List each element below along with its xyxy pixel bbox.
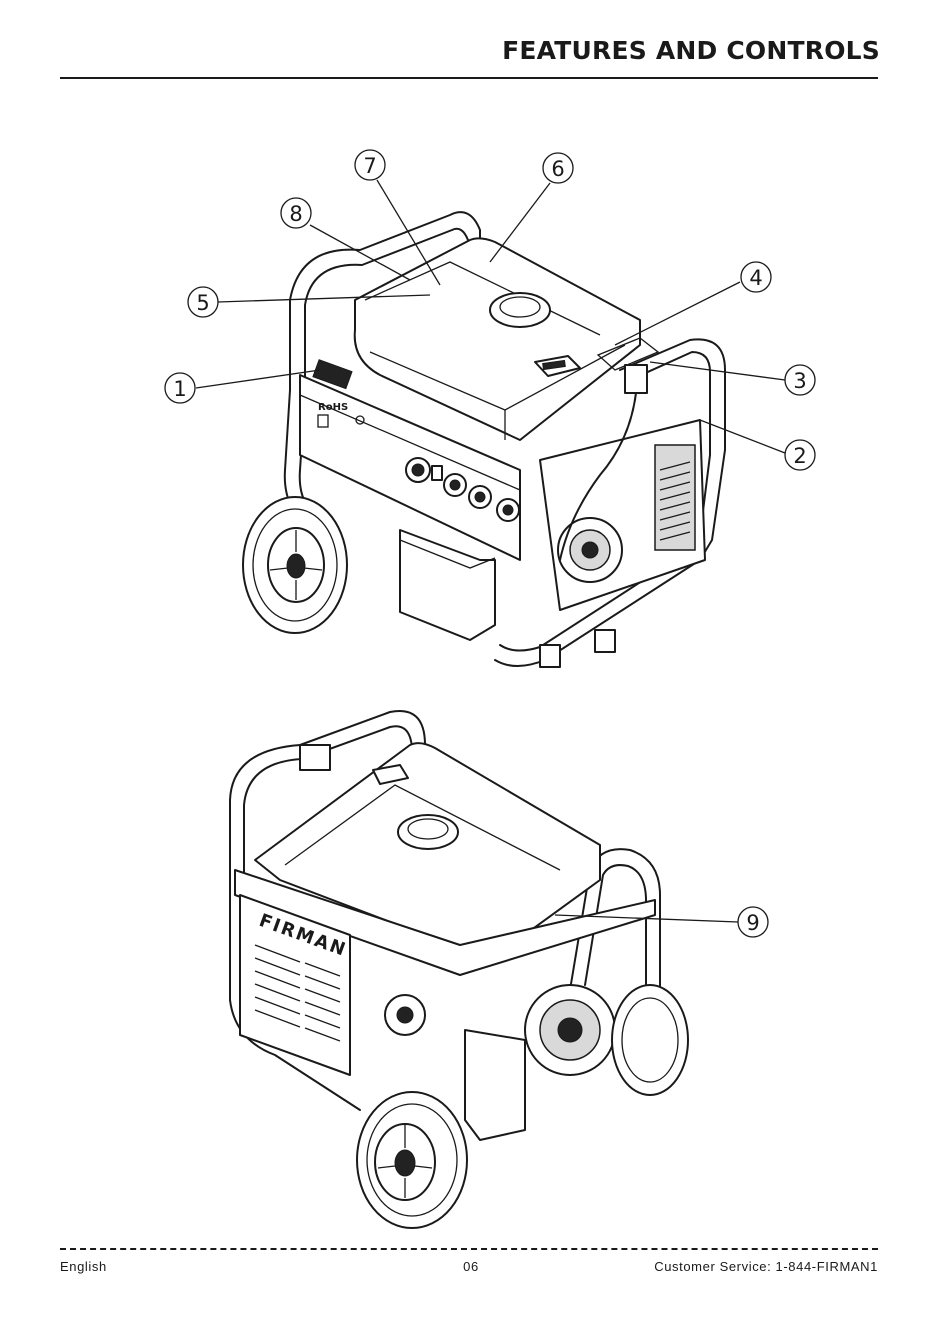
callout-7: 7 bbox=[355, 150, 385, 180]
page-number: 06 bbox=[460, 1259, 482, 1274]
callout-2: 2 bbox=[785, 440, 815, 470]
callout-3: 3 bbox=[785, 365, 815, 395]
svg-text:RoHS: RoHS bbox=[318, 402, 348, 413]
svg-text:9: 9 bbox=[746, 911, 759, 935]
footer-language: English bbox=[60, 1259, 107, 1274]
footer-divider bbox=[60, 1248, 878, 1250]
callout-5: 5 bbox=[188, 287, 218, 317]
svg-text:6: 6 bbox=[551, 157, 564, 181]
generator-rear-illustration: FIRMAN bbox=[230, 711, 688, 1228]
generator-front-illustration: RoHS bbox=[243, 212, 725, 667]
callout-1: 1 bbox=[165, 373, 195, 403]
customer-service: Customer Service: 1-844-FIRMAN1 bbox=[654, 1259, 878, 1274]
callout-8: 8 bbox=[281, 198, 311, 228]
callout-6: 6 bbox=[543, 153, 573, 183]
svg-text:5: 5 bbox=[196, 291, 209, 315]
svg-text:4: 4 bbox=[749, 266, 762, 290]
svg-text:3: 3 bbox=[793, 369, 806, 393]
svg-text:7: 7 bbox=[363, 154, 376, 178]
callout-9: 9 bbox=[738, 907, 768, 937]
svg-text:8: 8 bbox=[289, 202, 302, 226]
svg-text:1: 1 bbox=[173, 377, 186, 401]
svg-text:2: 2 bbox=[793, 444, 806, 468]
callout-4: 4 bbox=[741, 262, 771, 292]
